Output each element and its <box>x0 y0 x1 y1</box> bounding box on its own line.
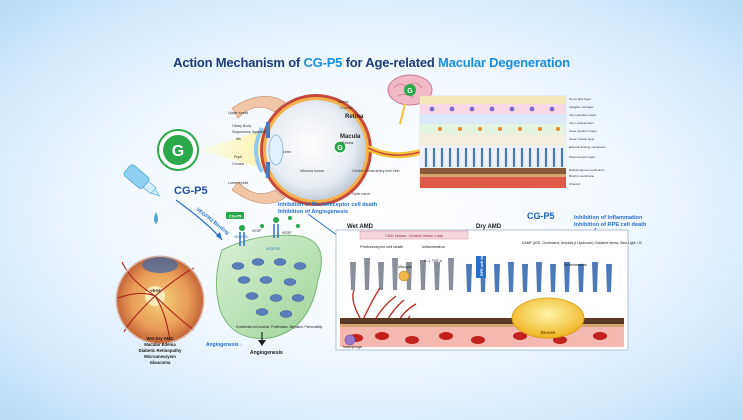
cytokines-label: IL-1, TNF-α <box>424 259 442 263</box>
light-beam <box>198 128 270 170</box>
microglia-label: Microglia <box>398 265 412 269</box>
condition-4: Glaucoma <box>150 360 171 365</box>
eye-cross-section: G Upper eyelid Ciliary Body Suspensory l… <box>198 94 421 206</box>
cnv-banner-label: CNV Lesion, Central Vision Loss <box>385 233 443 238</box>
vegf-label-2: VEGF <box>282 231 292 235</box>
label-upper-eyelid: Upper eyelid <box>228 111 248 115</box>
label-suspensory-ligament: Suspensory ligament <box>232 130 266 134</box>
label-iris: Iris <box>236 137 241 141</box>
vegfr2-label-1: VEGFR2 <box>234 235 248 239</box>
vegfr2-binding-arrow: VEGFR2 Binding <box>175 199 230 241</box>
microglia-cell <box>398 270 410 282</box>
retina-layers-panel: Nerve fiber layer Ganglion cell layer In… <box>419 95 606 189</box>
eye-dropper-icon <box>123 164 161 224</box>
label-macula: Macula <box>340 134 361 140</box>
macrophage-label: Macrophage <box>343 345 362 349</box>
condition-1: Macular Edema <box>144 342 176 347</box>
cascade-label: Endothelial cell survival, Proliferation… <box>236 325 323 329</box>
label-fovea: Fovea <box>342 140 354 145</box>
layer-label-2: Inner plexiform layer <box>569 113 596 117</box>
rpe-death-box <box>476 256 486 278</box>
condition-0: Wet Dry AMD <box>147 336 174 341</box>
layer-label-4: Outer plexiform layer <box>569 129 597 133</box>
drug-box <box>226 212 244 219</box>
inflammation-label-left: Inflammation <box>422 244 445 249</box>
condition-3: Microaneurysm <box>144 354 176 359</box>
lens <box>268 134 284 166</box>
label-choroid: Choroid <box>340 106 353 110</box>
page-title: Action Mechanism of CG-P5 for Age-relate… <box>0 55 743 70</box>
label-cornea: Cornea <box>232 162 244 166</box>
label-optic-nerve: Optic nerve <box>352 192 370 196</box>
svg-text:CG-P5: CG-P5 <box>229 214 242 219</box>
drusen-label: Drusen <box>541 330 556 335</box>
vegfr2-binding-label: VEGFR2 Binding <box>195 207 230 236</box>
cg-logo-icon: G <box>157 129 199 171</box>
svg-text:G: G <box>407 88 413 95</box>
dry-amd-label: Dry AMD <box>476 224 502 230</box>
layer-label-0: Nerve fiber layer <box>569 97 591 101</box>
vegfr2-label-2: VEGFR2 <box>266 247 280 251</box>
inhibition-right-1: Inhibition of RPE cell death <box>574 222 647 228</box>
inhibition-left-0: Inhibition of Photoreceptor cell death <box>278 202 378 208</box>
label-retina: Retina <box>345 114 364 120</box>
inhibition-right-0: Inhibition of Inflammation <box>574 215 643 221</box>
layer-label-10: Choroid <box>569 182 580 186</box>
vitreous-humor <box>266 100 366 200</box>
svg-text:G: G <box>337 145 343 152</box>
label-lower-eyelid: Lower eyelid <box>228 181 248 185</box>
drug-label-right: CG-P5 <box>527 211 555 221</box>
amd-panel: Wet AMD Dry AMD CNV Lesion, Central Visi… <box>335 224 643 351</box>
iris <box>266 122 270 138</box>
endothelial-cell: CG-P5 VEGFR2 VEGF VEGF VEGFR2 Endothelia… <box>216 212 323 346</box>
layer-label-7: Photoreceptor layer <box>569 155 595 159</box>
title-drug: CG-P5 <box>303 55 343 70</box>
title-part1: Action Mechanism of <box>173 55 304 70</box>
layer-label-6: External limiting membrane <box>569 145 606 149</box>
fundus-image: VEGF <box>115 255 205 345</box>
rpe-death-label: RPE cell death <box>480 249 484 276</box>
title-disease: Macular Degeneration <box>438 55 570 70</box>
angiogenesis-down-label: Angiogenesis ↓ <box>206 342 243 348</box>
label-pupil: Pupil <box>234 155 242 159</box>
macula-marker <box>333 140 347 154</box>
layer-label-8: Retinal pigment epithelium <box>569 168 605 172</box>
fundus-vegf-label: VEGF <box>150 288 161 293</box>
svg-text:G: G <box>172 143 184 160</box>
inflammation-label-right: Inflammation <box>564 262 587 267</box>
macrophage-cell <box>344 334 356 346</box>
inhibition-left-1: Inhibition of Angiogenesis <box>278 209 348 215</box>
wet-amd-label: Wet AMD <box>347 224 374 230</box>
label-vitreous: Vitreous humor <box>300 169 325 173</box>
label-retinal-artery: Central retinal artery and Vein <box>352 169 400 173</box>
label-ciliary-body: Ciliary Body <box>232 124 251 128</box>
layer-label-1: Ganglion cell layer <box>569 105 594 109</box>
drusen <box>511 297 585 339</box>
label-lens: Lens <box>283 150 291 154</box>
vegf-label-1: VEGF <box>252 229 262 233</box>
angiogenesis-label: Angiogenesis <box>250 350 283 356</box>
layer-label-3: Inner nuclear layer <box>569 121 594 125</box>
drug-label-left: CG-P5 <box>174 185 208 197</box>
rpe-layer <box>340 318 624 324</box>
layer-label-9: Bruch's membrane <box>569 174 594 178</box>
photoreceptor-death-label: Photoreceptor cell death <box>360 244 403 249</box>
condition-2: Diabetic Retinopathy <box>139 348 182 353</box>
layer-label-5: Outer nuclear layer <box>569 137 595 141</box>
damp-label: DAMP (A2E, Cholesterol, Amyloid-β Lipofu… <box>522 241 643 245</box>
label-sclera: Sclera <box>338 100 348 104</box>
cnv-banner <box>359 230 469 240</box>
cornea <box>254 127 264 173</box>
title-part2: for Age-related <box>342 55 439 70</box>
